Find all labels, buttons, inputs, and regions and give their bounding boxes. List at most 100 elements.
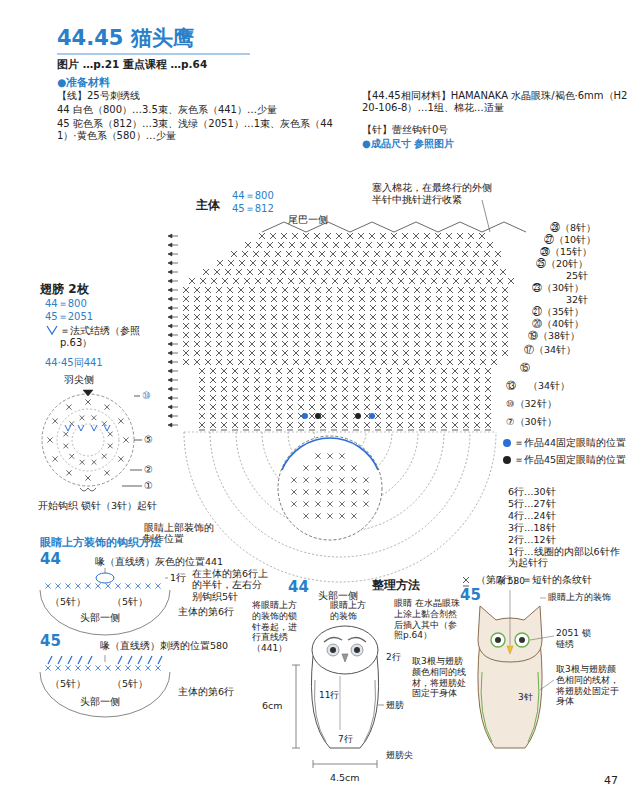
stitch-mark <box>320 404 326 410</box>
beak-loop <box>96 573 114 583</box>
stitch-mark <box>168 261 172 265</box>
stitch-mark <box>282 323 288 329</box>
stitch-mark <box>104 470 109 475</box>
stitch-mark <box>85 665 90 670</box>
stitch-mark <box>387 278 393 284</box>
stitch-mark <box>272 260 278 266</box>
row-count: 2行…12针 <box>508 534 556 545</box>
stitch-mark <box>135 583 140 588</box>
stitch-mark <box>108 444 113 449</box>
stitch-mark <box>396 251 402 257</box>
stitch-mark <box>436 296 442 302</box>
legend-row: ＝作品44固定眼睛的位置 <box>503 437 626 448</box>
stitch-mark <box>453 278 459 284</box>
stitch-mark <box>260 341 266 347</box>
stitch-mark <box>65 665 70 670</box>
stitch-mark <box>210 404 216 410</box>
stitch-mark <box>315 477 320 482</box>
stitch-mark <box>375 386 381 392</box>
stitch-mark <box>392 305 398 311</box>
stitch-mark <box>469 332 475 338</box>
label-text: 44·45同441 <box>45 357 103 369</box>
stitch-mark <box>118 418 123 423</box>
stitch-mark <box>344 242 350 248</box>
stitch-mark <box>57 54 250 55</box>
stitch-mark <box>337 350 343 356</box>
stitch-mark <box>359 359 365 365</box>
stitch-mark <box>451 251 457 257</box>
stitch-mark <box>359 332 365 338</box>
stitch-mark <box>315 350 321 356</box>
stitch-mark <box>282 314 288 320</box>
stitch-mark <box>392 305 398 311</box>
stitch-mark <box>85 583 90 588</box>
stitch-mark <box>408 386 414 392</box>
stitch-mark <box>287 422 293 428</box>
stitch-mark <box>447 323 453 329</box>
stitch-mark <box>430 422 436 428</box>
section-head: 整理方法 <box>372 578 420 592</box>
stitch-mark <box>326 359 332 365</box>
stitch-mark <box>425 323 431 329</box>
stitch-mark <box>243 404 249 410</box>
stitch-mark <box>469 287 475 293</box>
stitch-mark <box>342 430 348 431</box>
stitch-mark <box>337 341 343 347</box>
stitch-mark <box>95 583 100 588</box>
stitch-mark <box>481 260 487 266</box>
stitch-mark <box>479 233 485 239</box>
stitch-mark <box>458 305 464 311</box>
owl-eye <box>519 637 525 643</box>
stitch-mark <box>351 465 356 470</box>
stitch-mark <box>363 477 368 482</box>
stitch-mark <box>380 233 386 239</box>
stitch-mark <box>249 296 255 302</box>
stitch-mark <box>491 314 497 320</box>
stitch-mark <box>364 377 370 383</box>
stitch-mark <box>259 233 265 239</box>
stitch-mark <box>183 341 189 347</box>
stitch-mark <box>343 278 349 284</box>
stitch-mark <box>430 377 436 383</box>
stitch-mark <box>364 422 370 428</box>
row-count: ⑳（40针） <box>532 318 584 329</box>
stitch-mark <box>434 269 440 275</box>
stitch-mark <box>351 489 356 494</box>
stitch-mark <box>265 395 271 401</box>
stitch-mark <box>331 422 337 428</box>
label-text: 【44.45相同材料】HAMANAKA 水晶眼珠/褐色·6mm（H220-106… <box>362 90 630 114</box>
stitch-mark <box>276 377 282 383</box>
stitch-mark <box>429 251 435 257</box>
stitch-mark <box>408 404 414 410</box>
stitch-mark <box>315 453 320 458</box>
stitch-mark <box>216 332 222 338</box>
stitch-mark <box>104 470 109 475</box>
stitch-mark <box>309 430 315 431</box>
stitch-mark <box>298 386 304 392</box>
stitch-mark <box>282 287 288 293</box>
stitch-mark <box>502 305 508 311</box>
stitch-mark <box>424 233 430 239</box>
stitch-mark <box>402 233 408 239</box>
stitch-mark <box>289 242 295 248</box>
stitch-mark <box>414 287 420 293</box>
stitch-mark <box>227 296 233 302</box>
stitch-mark <box>265 404 271 410</box>
stitch-mark <box>135 665 140 670</box>
stitch-mark <box>375 395 381 401</box>
stitch-mark <box>200 278 206 284</box>
stitch-mark <box>470 260 476 266</box>
stitch-mark <box>404 260 410 266</box>
stitch-mark <box>214 269 220 275</box>
stitch-mark <box>327 489 332 494</box>
stitch-mark <box>376 278 382 284</box>
stitch-mark <box>315 332 321 338</box>
wing-round <box>72 424 104 456</box>
dimension: 4.5cm <box>330 772 360 783</box>
item-number: 44 <box>40 550 61 568</box>
stitch-mark <box>330 251 336 257</box>
stitch-mark <box>311 242 317 248</box>
stitch-mark <box>265 422 271 428</box>
stitch-mark <box>303 501 308 506</box>
